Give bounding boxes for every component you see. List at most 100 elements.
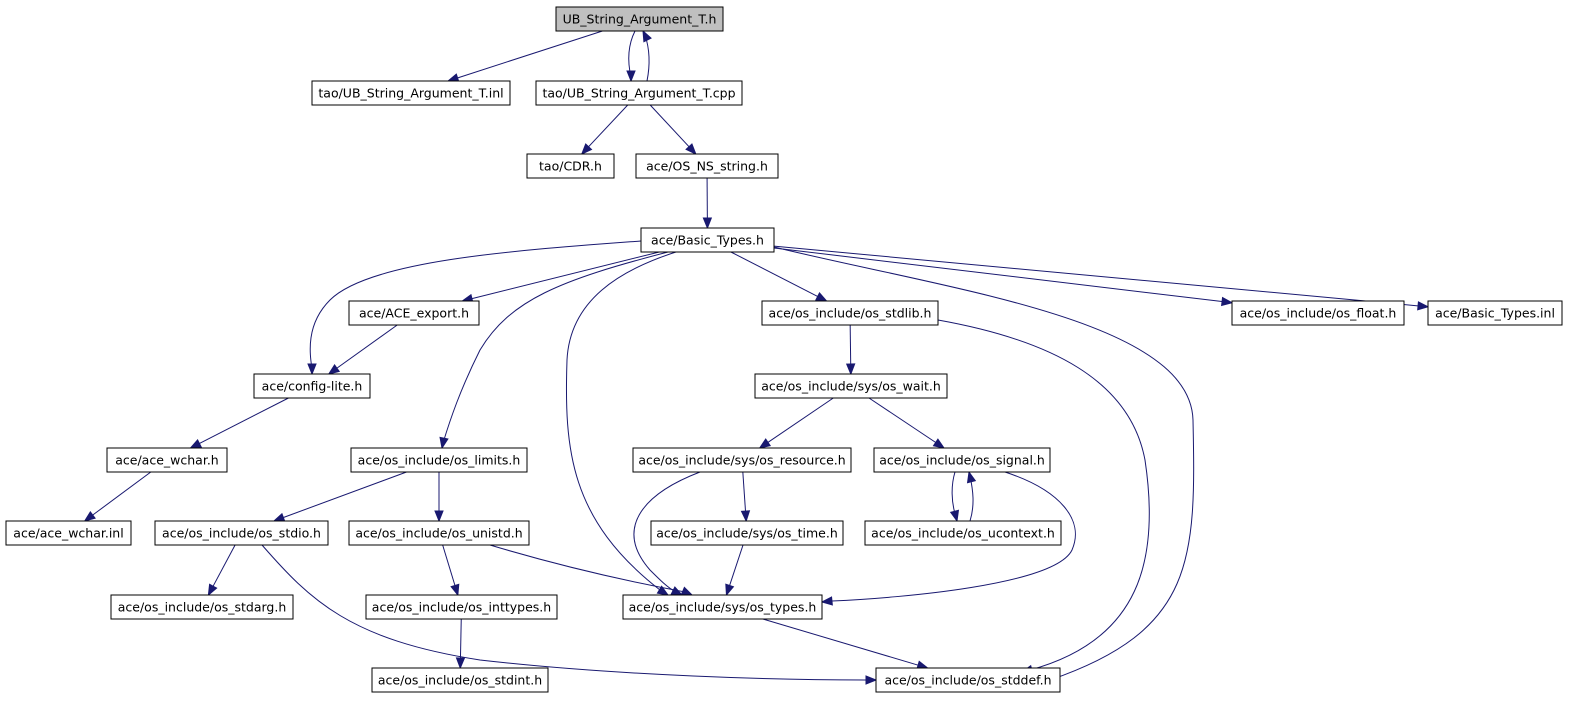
node-wchar[interactable]: ace/ace_wchar.h xyxy=(106,447,228,473)
edge-config-to-wchar xyxy=(189,397,289,449)
node-label: tao/CDR.h xyxy=(539,159,602,174)
node-label: ace/os_include/os_inttypes.h xyxy=(372,600,551,615)
node-box xyxy=(110,594,294,620)
edge-inttypes-to-stdint xyxy=(455,618,466,670)
edge-basic-to-stdlib xyxy=(730,251,828,302)
edge-basic-to-export xyxy=(460,251,660,304)
node-box xyxy=(650,520,844,546)
node-ucontext[interactable]: ace/os_include/os_ucontext.h xyxy=(864,520,1062,546)
edge-limits-to-unistd xyxy=(434,472,444,523)
node-box xyxy=(875,667,1061,693)
edge-basic-to-config xyxy=(307,240,642,376)
node-box xyxy=(348,300,480,326)
node-box xyxy=(864,520,1062,546)
node-label: ace/os_include/os_signal.h xyxy=(879,453,1045,468)
node-resource[interactable]: ace/os_include/sys/os_resource.h xyxy=(632,447,852,473)
node-box xyxy=(640,227,775,253)
node-time[interactable]: ace/os_include/sys/os_time.h xyxy=(650,520,844,546)
edge-ub_cpp-to-cdr xyxy=(580,104,629,155)
edge-ub_h-to-ub_cpp xyxy=(626,30,636,83)
edge-resource-to-time xyxy=(740,471,751,523)
node-basicinl[interactable]: ace/Basic_Types.inl xyxy=(1427,300,1563,326)
edge-signal-to-types xyxy=(820,471,1076,606)
edge-export-to-config xyxy=(327,324,398,375)
node-stdio[interactable]: ace/os_include/os_stdio.h xyxy=(154,520,329,546)
node-export[interactable]: ace/ACE_export.h xyxy=(348,300,480,326)
node-ub_cpp[interactable]: tao/UB_String_Argument_T.cpp xyxy=(535,80,743,106)
node-label: ace/ACE_export.h xyxy=(359,306,469,321)
node-box xyxy=(635,153,779,179)
node-wait[interactable]: ace/os_include/sys/os_wait.h xyxy=(754,373,948,399)
node-signal[interactable]: ace/os_include/os_signal.h xyxy=(873,447,1051,473)
node-box xyxy=(348,520,530,546)
node-label: tao/UB_String_Argument_T.cpp xyxy=(542,86,735,101)
node-limits[interactable]: ace/os_include/os_limits.h xyxy=(350,447,528,473)
node-unistd[interactable]: ace/os_include/os_unistd.h xyxy=(348,520,530,546)
node-box xyxy=(371,667,549,693)
node-box xyxy=(106,447,228,473)
edge-ucontext-to-signal xyxy=(966,470,977,522)
edge-basic-to-types xyxy=(565,251,677,596)
node-types[interactable]: ace/os_include/sys/os_types.h xyxy=(622,594,823,620)
node-label: ace/os_include/os_stdint.h xyxy=(378,673,542,688)
edge-time-to-types xyxy=(725,544,744,597)
node-stdlib[interactable]: ace/os_include/os_stdlib.h xyxy=(761,300,939,326)
edge-basic-to-basicinl xyxy=(773,245,1430,311)
node-inttypes[interactable]: ace/os_include/os_inttypes.h xyxy=(365,594,558,620)
edge-osns-to-basic xyxy=(702,177,713,230)
node-label: ace/Basic_Types.h xyxy=(651,233,764,248)
edge-unistd-to-inttypes xyxy=(442,544,460,597)
node-stdint[interactable]: ace/os_include/os_stdint.h xyxy=(371,667,549,693)
edge-basic-to-limits xyxy=(439,251,669,450)
node-box xyxy=(253,373,371,399)
node-stdarg[interactable]: ace/os_include/os_stdarg.h xyxy=(110,594,294,620)
node-box xyxy=(1231,300,1405,326)
node-wcharinl[interactable]: ace/ace_wchar.inl xyxy=(5,520,132,546)
node-label: ace/Basic_Types.inl xyxy=(1435,306,1555,321)
node-label: ace/os_include/os_float.h xyxy=(1240,306,1397,321)
node-box xyxy=(873,447,1051,473)
node-box xyxy=(754,373,948,399)
file-nodes: UB_String_Argument_T.h tao/UB_String_Argu… xyxy=(5,6,1563,693)
edge-wchar-to-wcharinl xyxy=(83,471,152,522)
edge-stdlib-to-stddef xyxy=(937,319,1150,675)
node-label: ace/os_include/os_stdio.h xyxy=(162,526,321,541)
edge-unistd-to-types xyxy=(489,544,694,596)
node-stddef[interactable]: ace/os_include/os_stddef.h xyxy=(875,667,1061,693)
node-label: ace/os_include/os_unistd.h xyxy=(355,526,522,541)
node-box xyxy=(555,6,724,32)
node-label: ace/os_include/sys/os_resource.h xyxy=(638,453,845,468)
node-label: ace/os_include/os_limits.h xyxy=(358,453,521,468)
node-label: ace/os_include/os_stdlib.h xyxy=(769,306,932,321)
node-config[interactable]: ace/config-lite.h xyxy=(253,373,371,399)
node-box xyxy=(632,447,852,473)
edge-stdio-to-stdarg xyxy=(207,544,236,597)
node-basic[interactable]: ace/Basic_Types.h xyxy=(640,227,775,253)
node-ub_inl[interactable]: tao/UB_String_Argument_T.inl xyxy=(311,80,511,106)
node-box xyxy=(154,520,329,546)
node-box xyxy=(5,520,132,546)
node-box xyxy=(622,594,823,620)
node-ub_h[interactable]: UB_String_Argument_T.h xyxy=(555,6,724,32)
edge-types-to-stddef xyxy=(762,618,929,670)
node-label: ace/ace_wchar.h xyxy=(115,453,218,468)
edge-stdio-to-stddef xyxy=(261,544,878,685)
edge-signal-to-ucontext xyxy=(949,471,960,523)
node-label: ace/os_include/os_ucontext.h xyxy=(871,526,1055,541)
node-osns[interactable]: ace/OS_NS_string.h xyxy=(635,153,779,179)
edge-ub_cpp-to-ub_h xyxy=(642,29,652,82)
dependency-edges xyxy=(83,29,1430,685)
node-box xyxy=(365,594,558,620)
node-label: ace/os_include/os_stdarg.h xyxy=(118,600,287,615)
node-label: ace/os_include/sys/os_time.h xyxy=(656,526,838,541)
node-label: ace/OS_NS_string.h xyxy=(646,159,768,174)
node-box xyxy=(311,80,511,106)
node-box xyxy=(1427,300,1563,326)
edge-ub_cpp-to-osns xyxy=(649,104,697,155)
node-float[interactable]: ace/os_include/os_float.h xyxy=(1231,300,1405,326)
node-label: ace/config-lite.h xyxy=(262,379,363,394)
node-cdr[interactable]: tao/CDR.h xyxy=(526,153,615,179)
edge-stdlib-to-wait xyxy=(845,324,856,376)
node-box xyxy=(761,300,939,326)
